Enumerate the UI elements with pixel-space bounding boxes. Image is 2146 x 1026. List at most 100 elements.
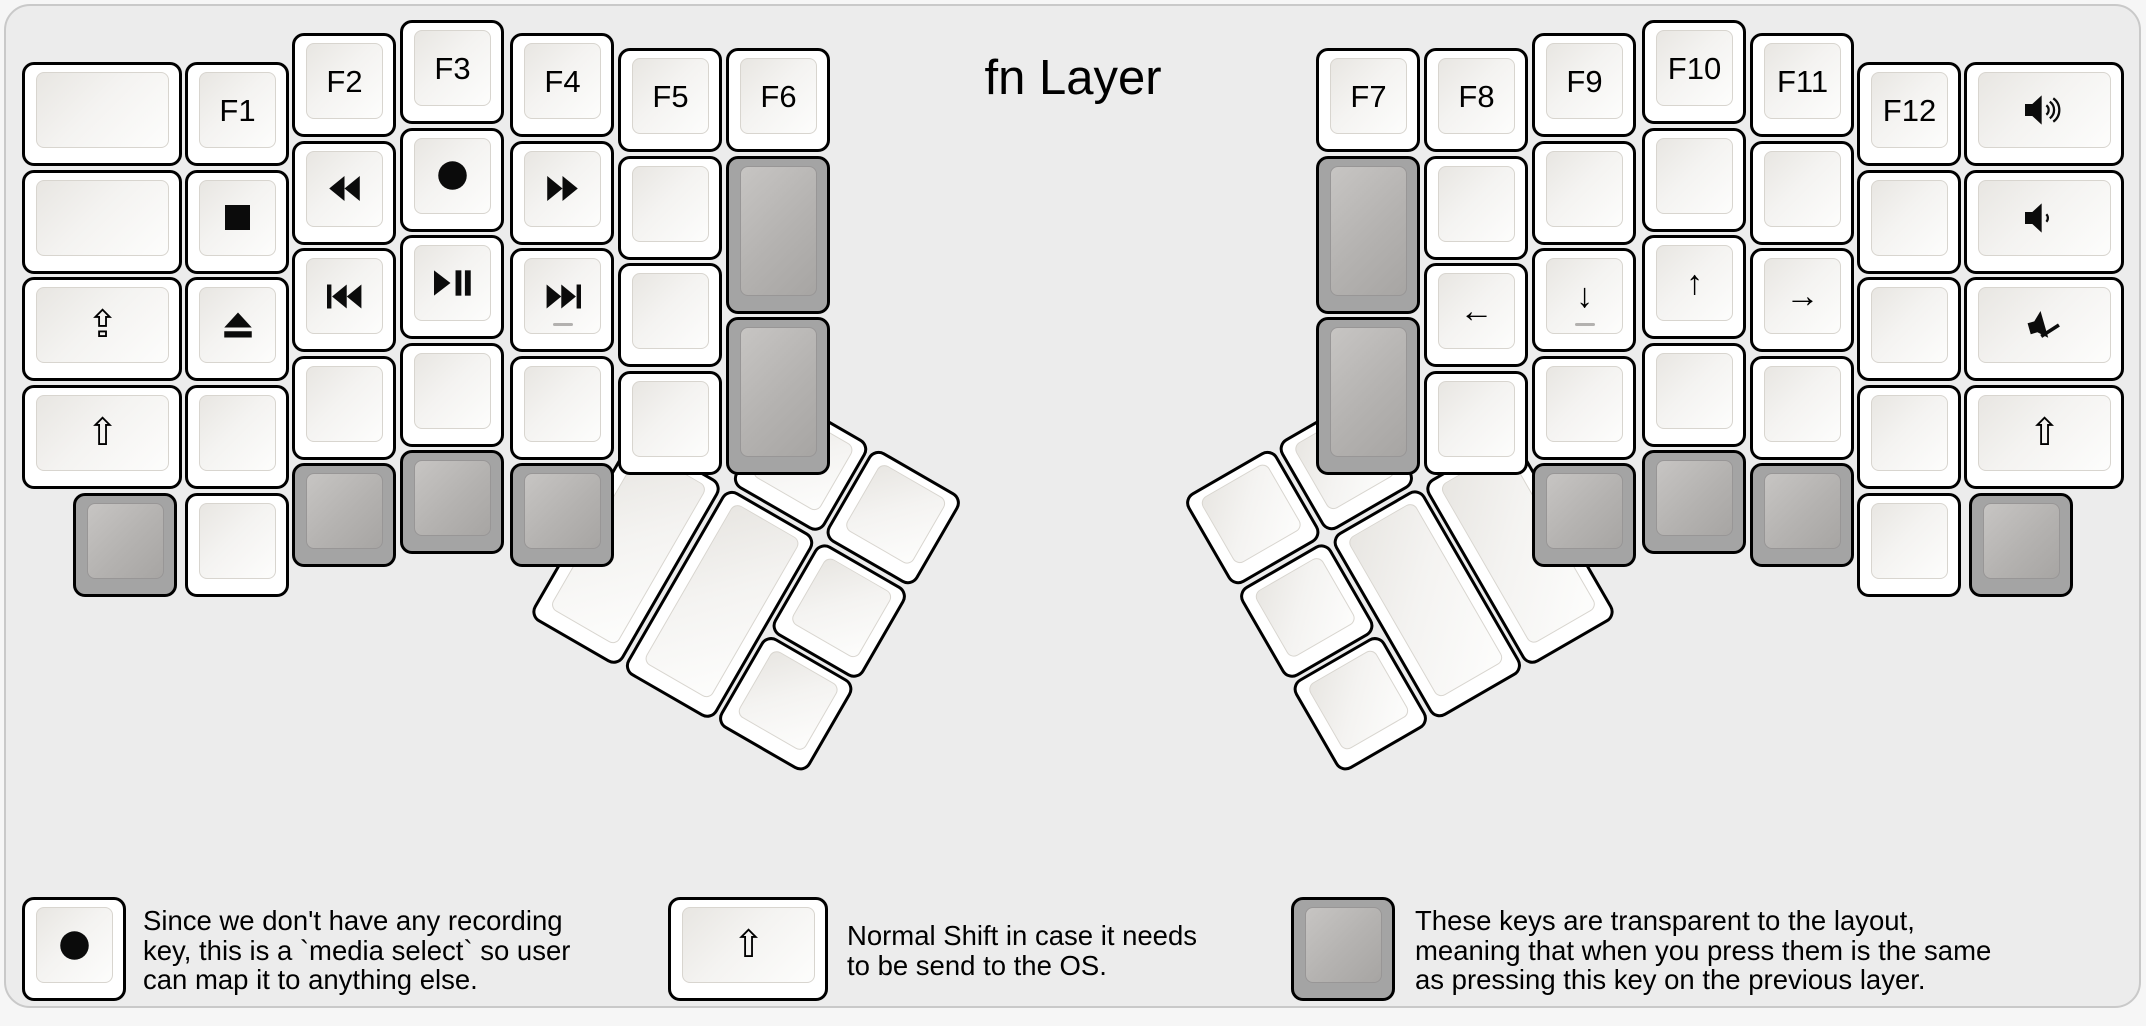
key-blank[interactable]	[1750, 140, 1854, 245]
volume-down-icon	[2024, 202, 2065, 234]
key-arrow-up[interactable]: ↑	[1642, 235, 1746, 339]
legend-text-line: meaning that when you press them is the …	[1415, 934, 1992, 966]
key-f2[interactable]: F2	[292, 33, 396, 137]
keycap: F3	[414, 30, 491, 106]
key-transparent[interactable]	[726, 317, 830, 475]
key-blank[interactable]	[1857, 169, 1961, 274]
keycap	[1656, 137, 1733, 214]
key-transparent[interactable]	[1532, 463, 1636, 567]
key-volume-down[interactable]	[1964, 169, 2124, 274]
key-blank[interactable]	[400, 342, 504, 447]
key-blank[interactable]	[1857, 384, 1961, 489]
key-transparent[interactable]	[1750, 463, 1854, 567]
key-label: ⇪	[86, 304, 119, 346]
key-shift-left[interactable]: ⇧	[22, 384, 182, 489]
keycap	[414, 245, 491, 321]
key-blank[interactable]	[1532, 140, 1636, 245]
keycap	[740, 327, 817, 457]
key-label: ⇧	[86, 411, 119, 454]
key-f5[interactable]: F5	[618, 48, 722, 152]
keycap	[87, 502, 164, 579]
key-caps-lock[interactable]: ⇪	[22, 277, 182, 381]
key-f9[interactable]: F9	[1532, 33, 1636, 137]
key-f7[interactable]: F7	[1316, 48, 1420, 152]
key-label: F10	[1667, 50, 1722, 86]
key-blank[interactable]	[1532, 355, 1636, 460]
keycap	[306, 365, 383, 442]
legend-text-line: These keys are transparent to the layout…	[1415, 905, 1915, 936]
key-transparent[interactable]	[73, 492, 177, 597]
key-blank[interactable]	[1857, 277, 1961, 381]
key-volume-up[interactable]	[1964, 62, 2124, 166]
key-record[interactable]	[400, 127, 504, 232]
legend-text-line: can map it to anything else.	[143, 964, 478, 995]
keycap	[306, 473, 383, 549]
keycap	[1546, 150, 1623, 227]
key-f4[interactable]: F4	[510, 33, 614, 137]
key-shift-right[interactable]: ⇧	[1964, 384, 2124, 489]
key-blank[interactable]	[618, 370, 722, 475]
key-f12[interactable]: F12	[1857, 62, 1961, 166]
key-blank[interactable]	[618, 155, 722, 260]
key-arrow-right[interactable]: →	[1750, 248, 1854, 352]
key-transparent[interactable]	[1969, 492, 2073, 597]
key-arrow-left[interactable]: ←	[1424, 263, 1528, 367]
mute-icon	[2026, 309, 2064, 341]
keycap: F6	[740, 58, 817, 134]
key-blank[interactable]	[1642, 127, 1746, 232]
keycap: ⇪	[36, 287, 169, 363]
key-prev-track[interactable]	[292, 248, 396, 352]
keycap	[1764, 150, 1841, 227]
homing-dash	[552, 322, 573, 326]
key-arrow-down[interactable]: ↓	[1532, 248, 1636, 352]
key-label: F7	[1350, 78, 1387, 114]
key-transparent[interactable]	[1316, 155, 1420, 314]
key-blank[interactable]	[1750, 355, 1854, 460]
key-blank[interactable]	[1642, 342, 1746, 447]
key-transparent[interactable]	[1642, 450, 1746, 554]
key-play-pause[interactable]	[400, 235, 504, 339]
key-transparent[interactable]	[510, 463, 614, 567]
key-blank[interactable]	[1857, 492, 1961, 597]
key-f1[interactable]: F1	[185, 62, 289, 166]
key-blank[interactable]	[618, 263, 722, 367]
key-fast-forward[interactable]	[510, 140, 614, 245]
key-blank[interactable]	[510, 355, 614, 460]
rewind-icon	[329, 176, 360, 201]
key-f6[interactable]: F6	[726, 48, 830, 152]
key-transparent[interactable]	[1316, 317, 1420, 475]
key-blank[interactable]	[185, 384, 289, 489]
play-pause-icon	[433, 270, 472, 296]
key-blank[interactable]	[292, 355, 396, 460]
stop-icon	[225, 205, 250, 230]
record-icon	[59, 930, 90, 961]
key-mute[interactable]	[1964, 277, 2124, 381]
fast-forward-icon	[547, 176, 578, 201]
keycap	[632, 380, 709, 457]
key-blank[interactable]	[1424, 370, 1528, 475]
key-blank[interactable]	[22, 62, 182, 166]
keycap: F10	[1656, 30, 1733, 106]
key-transparent[interactable]	[292, 463, 396, 567]
key-f3[interactable]: F3	[400, 20, 504, 124]
key-transparent[interactable]	[400, 450, 504, 554]
key-f8[interactable]: F8	[1424, 48, 1528, 152]
keycap	[1438, 165, 1515, 242]
keycap	[1978, 179, 2111, 256]
key-f11[interactable]: F11	[1750, 33, 1854, 137]
key-eject[interactable]	[185, 277, 289, 381]
keycap	[414, 352, 491, 429]
key-next-track[interactable]	[510, 248, 614, 352]
key-blank[interactable]	[185, 492, 289, 597]
key-blank[interactable]	[1424, 155, 1528, 260]
key-stop[interactable]	[185, 169, 289, 274]
key-f10[interactable]: F10	[1642, 20, 1746, 124]
key-blank[interactable]	[22, 169, 182, 274]
key-transparent[interactable]	[726, 155, 830, 314]
keycap	[1983, 502, 2060, 579]
keycap: ↑	[1656, 245, 1733, 321]
key-label: F8	[1458, 78, 1495, 114]
key-rewind[interactable]	[292, 140, 396, 245]
